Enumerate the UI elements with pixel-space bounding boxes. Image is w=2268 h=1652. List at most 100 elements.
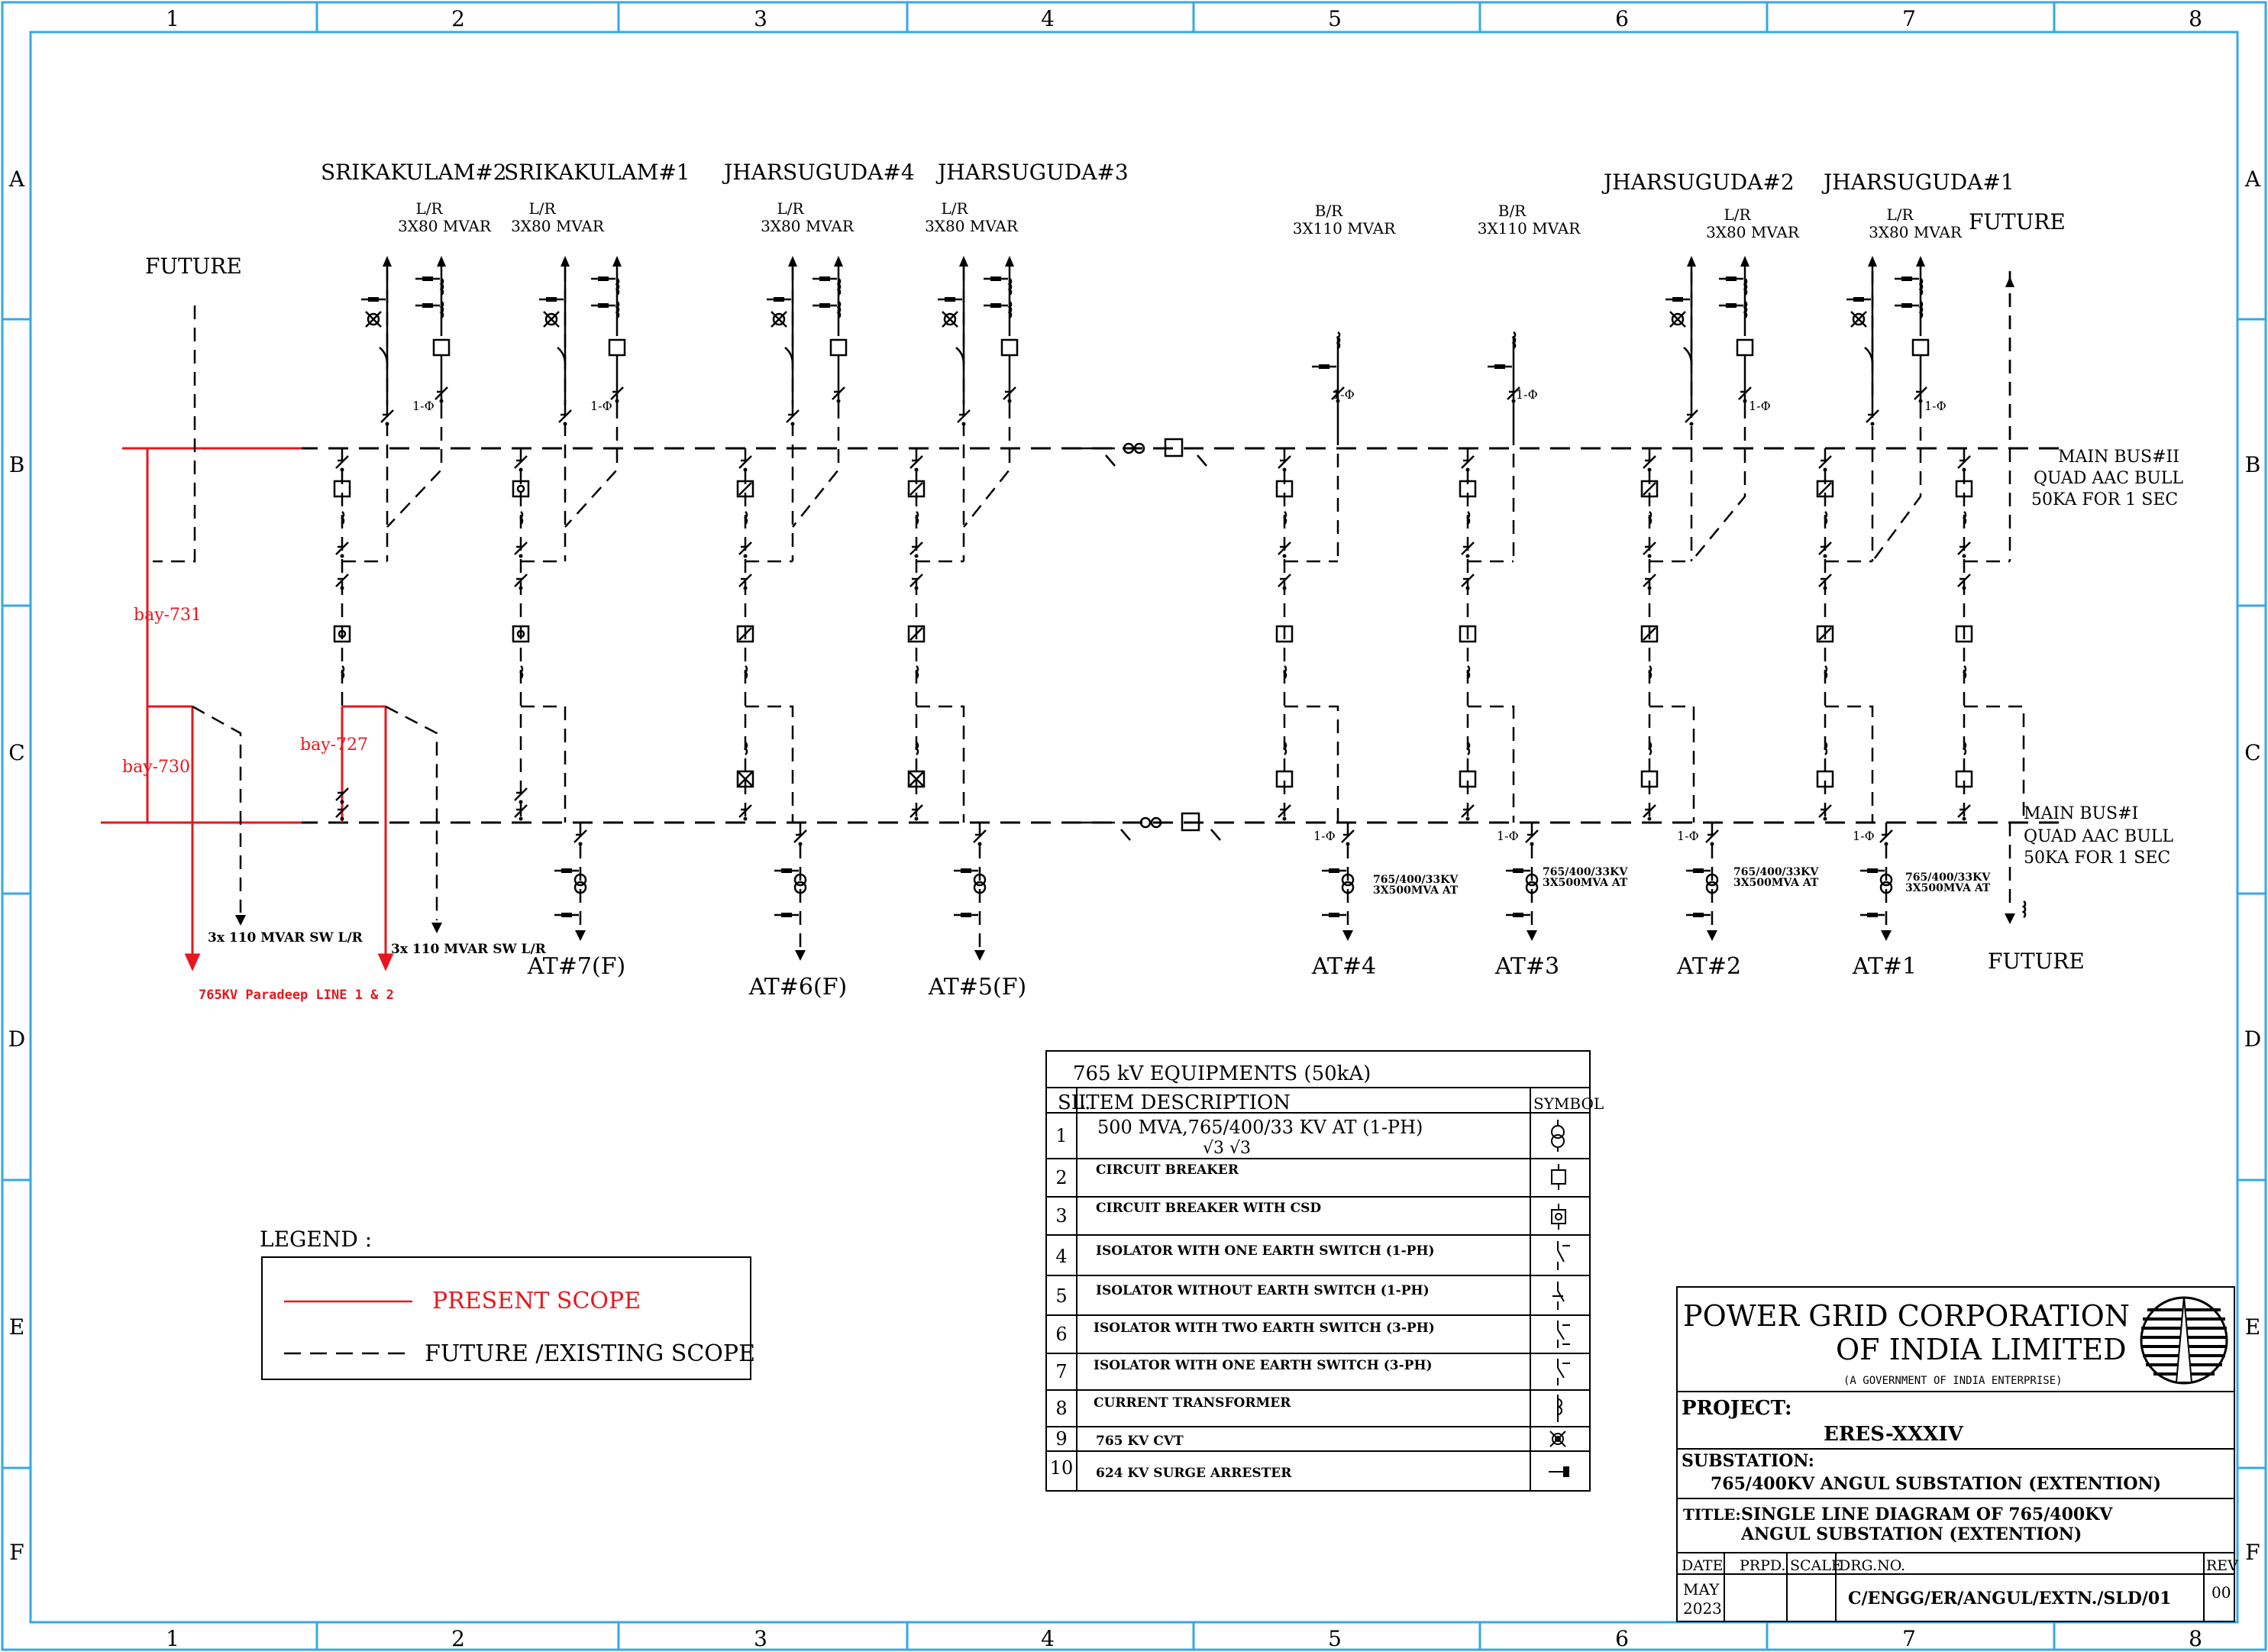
arrow-up-icon (1740, 256, 1749, 267)
diagram-stroke (1705, 873, 1719, 887)
feeder-jharsuguda-1: JHARSUGUDA#1 (1821, 170, 2014, 195)
at7-label: AT#7(F) (527, 953, 625, 980)
diagram-stroke (1465, 511, 1471, 525)
diagram-stroke (914, 665, 919, 679)
bay-column (1816, 455, 1834, 821)
diagram-stroke (519, 800, 523, 804)
reactor-coil-icon (836, 300, 842, 319)
isolator-symbol-icon (1278, 542, 1291, 558)
title-block-text: POWER GRID CORPORATION OF INDIA LIMITED … (1682, 1299, 2238, 1618)
diagram-stroke (1689, 422, 1694, 426)
current-transformer-icon (1962, 665, 1967, 679)
diagram-stroke (340, 467, 344, 472)
cvt-icon (1669, 311, 1686, 328)
diagram-stroke (335, 542, 349, 555)
grid-col-label: 6 (1615, 6, 1629, 31)
grid-col-label: 4 (1041, 6, 1055, 31)
company-name-line1: POWER GRID CORPORATION (1683, 1299, 2130, 1333)
diagram-stroke (1957, 574, 1971, 587)
diagram-stroke (1465, 742, 1471, 755)
diagram-stroke (914, 467, 919, 472)
bus-reactor-bays (1069, 438, 1221, 841)
diagram-stroke (743, 467, 748, 472)
diagram-stroke (1647, 467, 1652, 472)
line-trap-icon (784, 347, 794, 365)
diagram-stroke (1743, 399, 1747, 403)
bay-727-label: bay-727 (300, 735, 368, 755)
equipment-table-text: 765 kV EQUIPMENTS (50kA) SL. ITEM DESCRI… (1050, 1062, 1604, 1481)
bay-column (333, 455, 351, 821)
surge-arrester-icon (767, 297, 791, 302)
title-label: TITLE: (1683, 1505, 1741, 1524)
grid-col-label: 1 (166, 6, 179, 31)
grid-row-label: D (8, 1026, 25, 1052)
isolator-symbol-icon (738, 542, 752, 558)
equipment-row-sl: 4 (1055, 1246, 1067, 1267)
equipment-row-sl: 8 (1055, 1398, 1067, 1419)
single-phase-label: 1-Φ (1516, 387, 1538, 402)
current-transformer-icon (914, 665, 919, 679)
diagram-stroke (973, 881, 987, 894)
reactor-coil-icon (615, 277, 620, 296)
diagram-stroke (1914, 386, 1927, 400)
diagram-stroke (1530, 842, 1534, 846)
surge-arrester-icon (1312, 364, 1336, 369)
diagram-stroke (340, 554, 344, 558)
at-rating-line1: 765/400/33KV (1905, 871, 1991, 884)
diagram-stroke (1643, 574, 1656, 587)
at-rating-line2: 3X500MVA AT (1543, 877, 1628, 889)
diagram-stroke (743, 554, 748, 558)
main-bus-2-label: MAIN BUS#II (2058, 448, 2179, 467)
grid-col-label: 3 (754, 1626, 767, 1651)
diagram-stroke (1884, 842, 1888, 846)
equipment-row-desc: 624 KV SURGE ARRESTER (1096, 1466, 1292, 1481)
diagram-stroke (1852, 312, 1866, 326)
equipment-symbols (1549, 1120, 1570, 1477)
isolator-symbol-icon (514, 455, 528, 472)
diagram-stroke (1962, 816, 1966, 821)
diagram-stroke (432, 338, 451, 357)
current-transformer-icon (340, 511, 345, 525)
circuit-breaker-icon (512, 480, 530, 498)
diagram-stroke (1459, 625, 1477, 643)
arrow-up-icon (612, 256, 622, 267)
diagram-stroke (914, 511, 919, 525)
project-label: PROJECT: (1682, 1397, 1792, 1420)
drg-header: DRG.NO. (1839, 1557, 1905, 1574)
equipment-row-desc: CIRCUIT BREAKER (1096, 1162, 1239, 1178)
current-transformer-icon (743, 511, 748, 525)
diagram-stroke (738, 482, 752, 496)
current-transformer-icon (914, 742, 919, 755)
at-rating-line2: 3X500MVA AT (1905, 882, 1991, 894)
isolator-symbol-icon (558, 409, 572, 426)
surge-arrester-icon (954, 868, 978, 873)
grid-row-label: C (2244, 740, 2260, 765)
diagram-stroke (380, 409, 394, 423)
grid-col-label: 7 (1902, 6, 1916, 31)
diagram-stroke (1459, 770, 1477, 788)
diagram-stroke (1818, 574, 1832, 587)
diagram-stroke (1643, 804, 1656, 818)
single-phase-label: 1-Φ (1333, 387, 1355, 402)
diagram-stroke (543, 311, 560, 328)
diagram-stroke (1818, 804, 1832, 818)
surge-arrester-icon (813, 303, 837, 308)
isolator-symbol-icon (1957, 804, 1971, 821)
main-bus-2-rating: 50KA FOR 1 SEC (2031, 490, 2178, 509)
diagram-stroke (1341, 881, 1355, 894)
bay-labels: bay-731 bay-730 bay-727 (122, 606, 368, 777)
switched-reactor-label: 3x 110 MVAR SW L/R (391, 942, 547, 957)
diagram-stroke (615, 300, 620, 319)
reactor-coil-icon (836, 277, 842, 296)
diagram-stroke (914, 554, 919, 558)
surge-arrester-icon (554, 913, 579, 917)
circuit-breaker-icon (1275, 480, 1294, 498)
legend-present-label: PRESENT SCOPE (432, 1288, 641, 1314)
equipment-row-desc: CIRCUIT BREAKER WITH CSD (1096, 1201, 1321, 1216)
surge-arrester-icon (938, 297, 962, 302)
diagram-stroke (1461, 455, 1475, 469)
diagram-stroke (1918, 277, 1924, 296)
diagram-stroke (439, 277, 444, 296)
isolator-symbol-icon (514, 787, 528, 804)
diagram-stroke (743, 586, 748, 590)
